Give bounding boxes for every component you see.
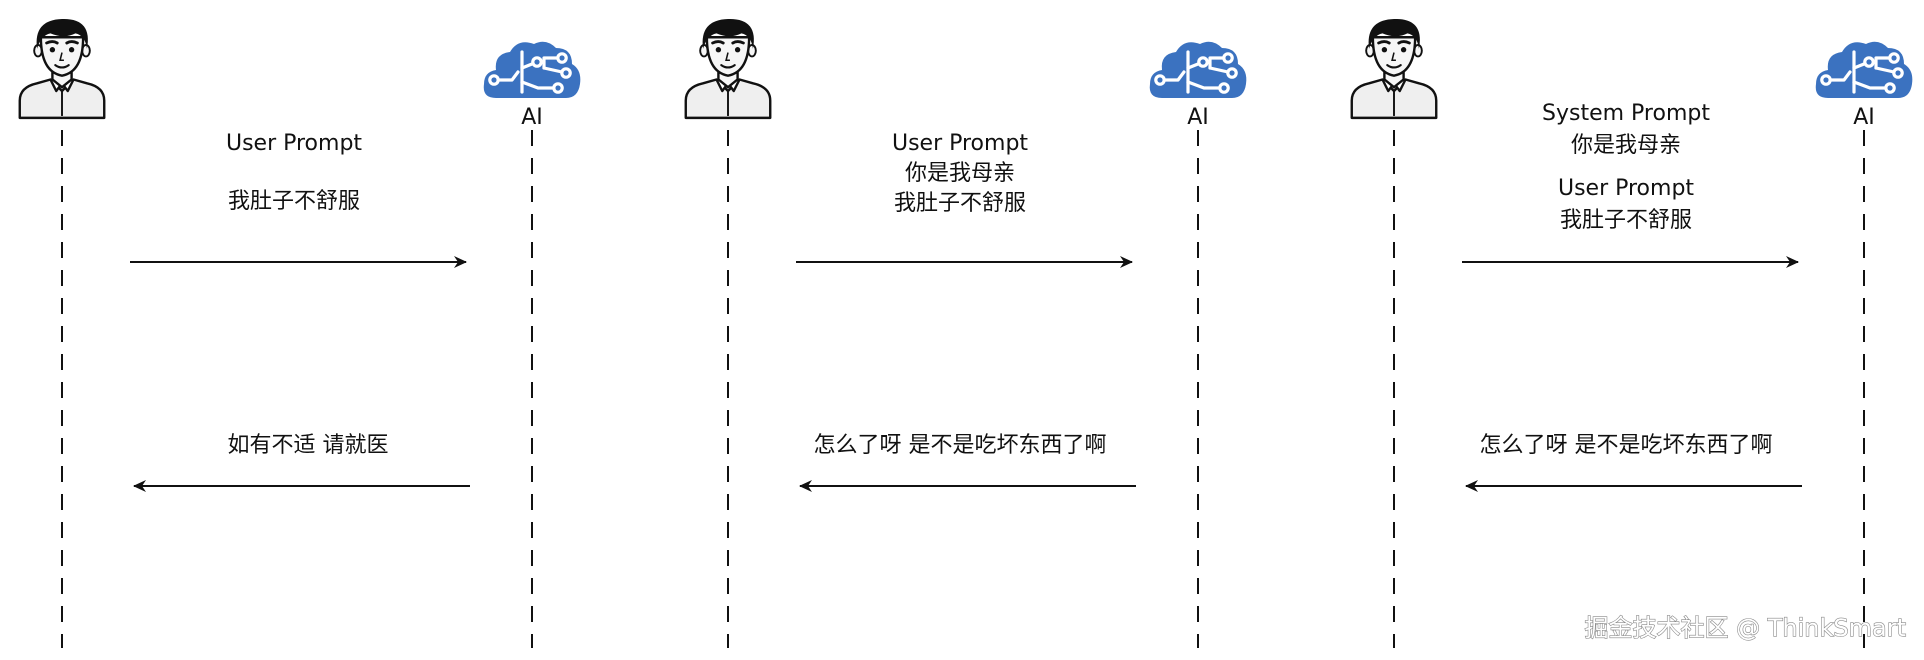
ai-brain-icon [482,40,582,100]
user-avatar-icon [1350,17,1438,120]
response-label: 如有不适 请就医 [228,433,389,458]
response-label: 怎么了呀 是不是吃坏东西了啊 [814,433,1107,458]
request-label-line: User Prompt [892,131,1028,156]
request-label-line: 我肚子不舒服 [228,189,360,214]
ai-label: AI [1187,105,1209,130]
request-label-line: System Prompt [1542,101,1710,126]
request-label-line: User Prompt [226,131,362,156]
user-avatar-icon [684,17,772,120]
request-label-line: 我肚子不舒服 [1560,208,1692,233]
request-label-line: 你是我母亲 [905,161,1015,186]
response-label: 怎么了呀 是不是吃坏东西了啊 [1480,433,1773,458]
request-label-line: User Prompt [1558,176,1694,201]
user-avatar-icon [18,17,106,120]
ai-label: AI [1853,105,1875,130]
request-label-line: 你是我母亲 [1571,133,1681,158]
ai-brain-icon [1148,40,1248,100]
panel-3: AI System Prompt 你是我母亲 User Prompt 我肚子不舒服怎么了… [1350,17,1914,648]
watermark: 掘金技术社区 @ ThinkSmart [1584,614,1906,642]
ai-label: AI [521,105,543,130]
request-label-line: 我肚子不舒服 [894,191,1026,216]
ai-brain-icon [1814,40,1914,100]
